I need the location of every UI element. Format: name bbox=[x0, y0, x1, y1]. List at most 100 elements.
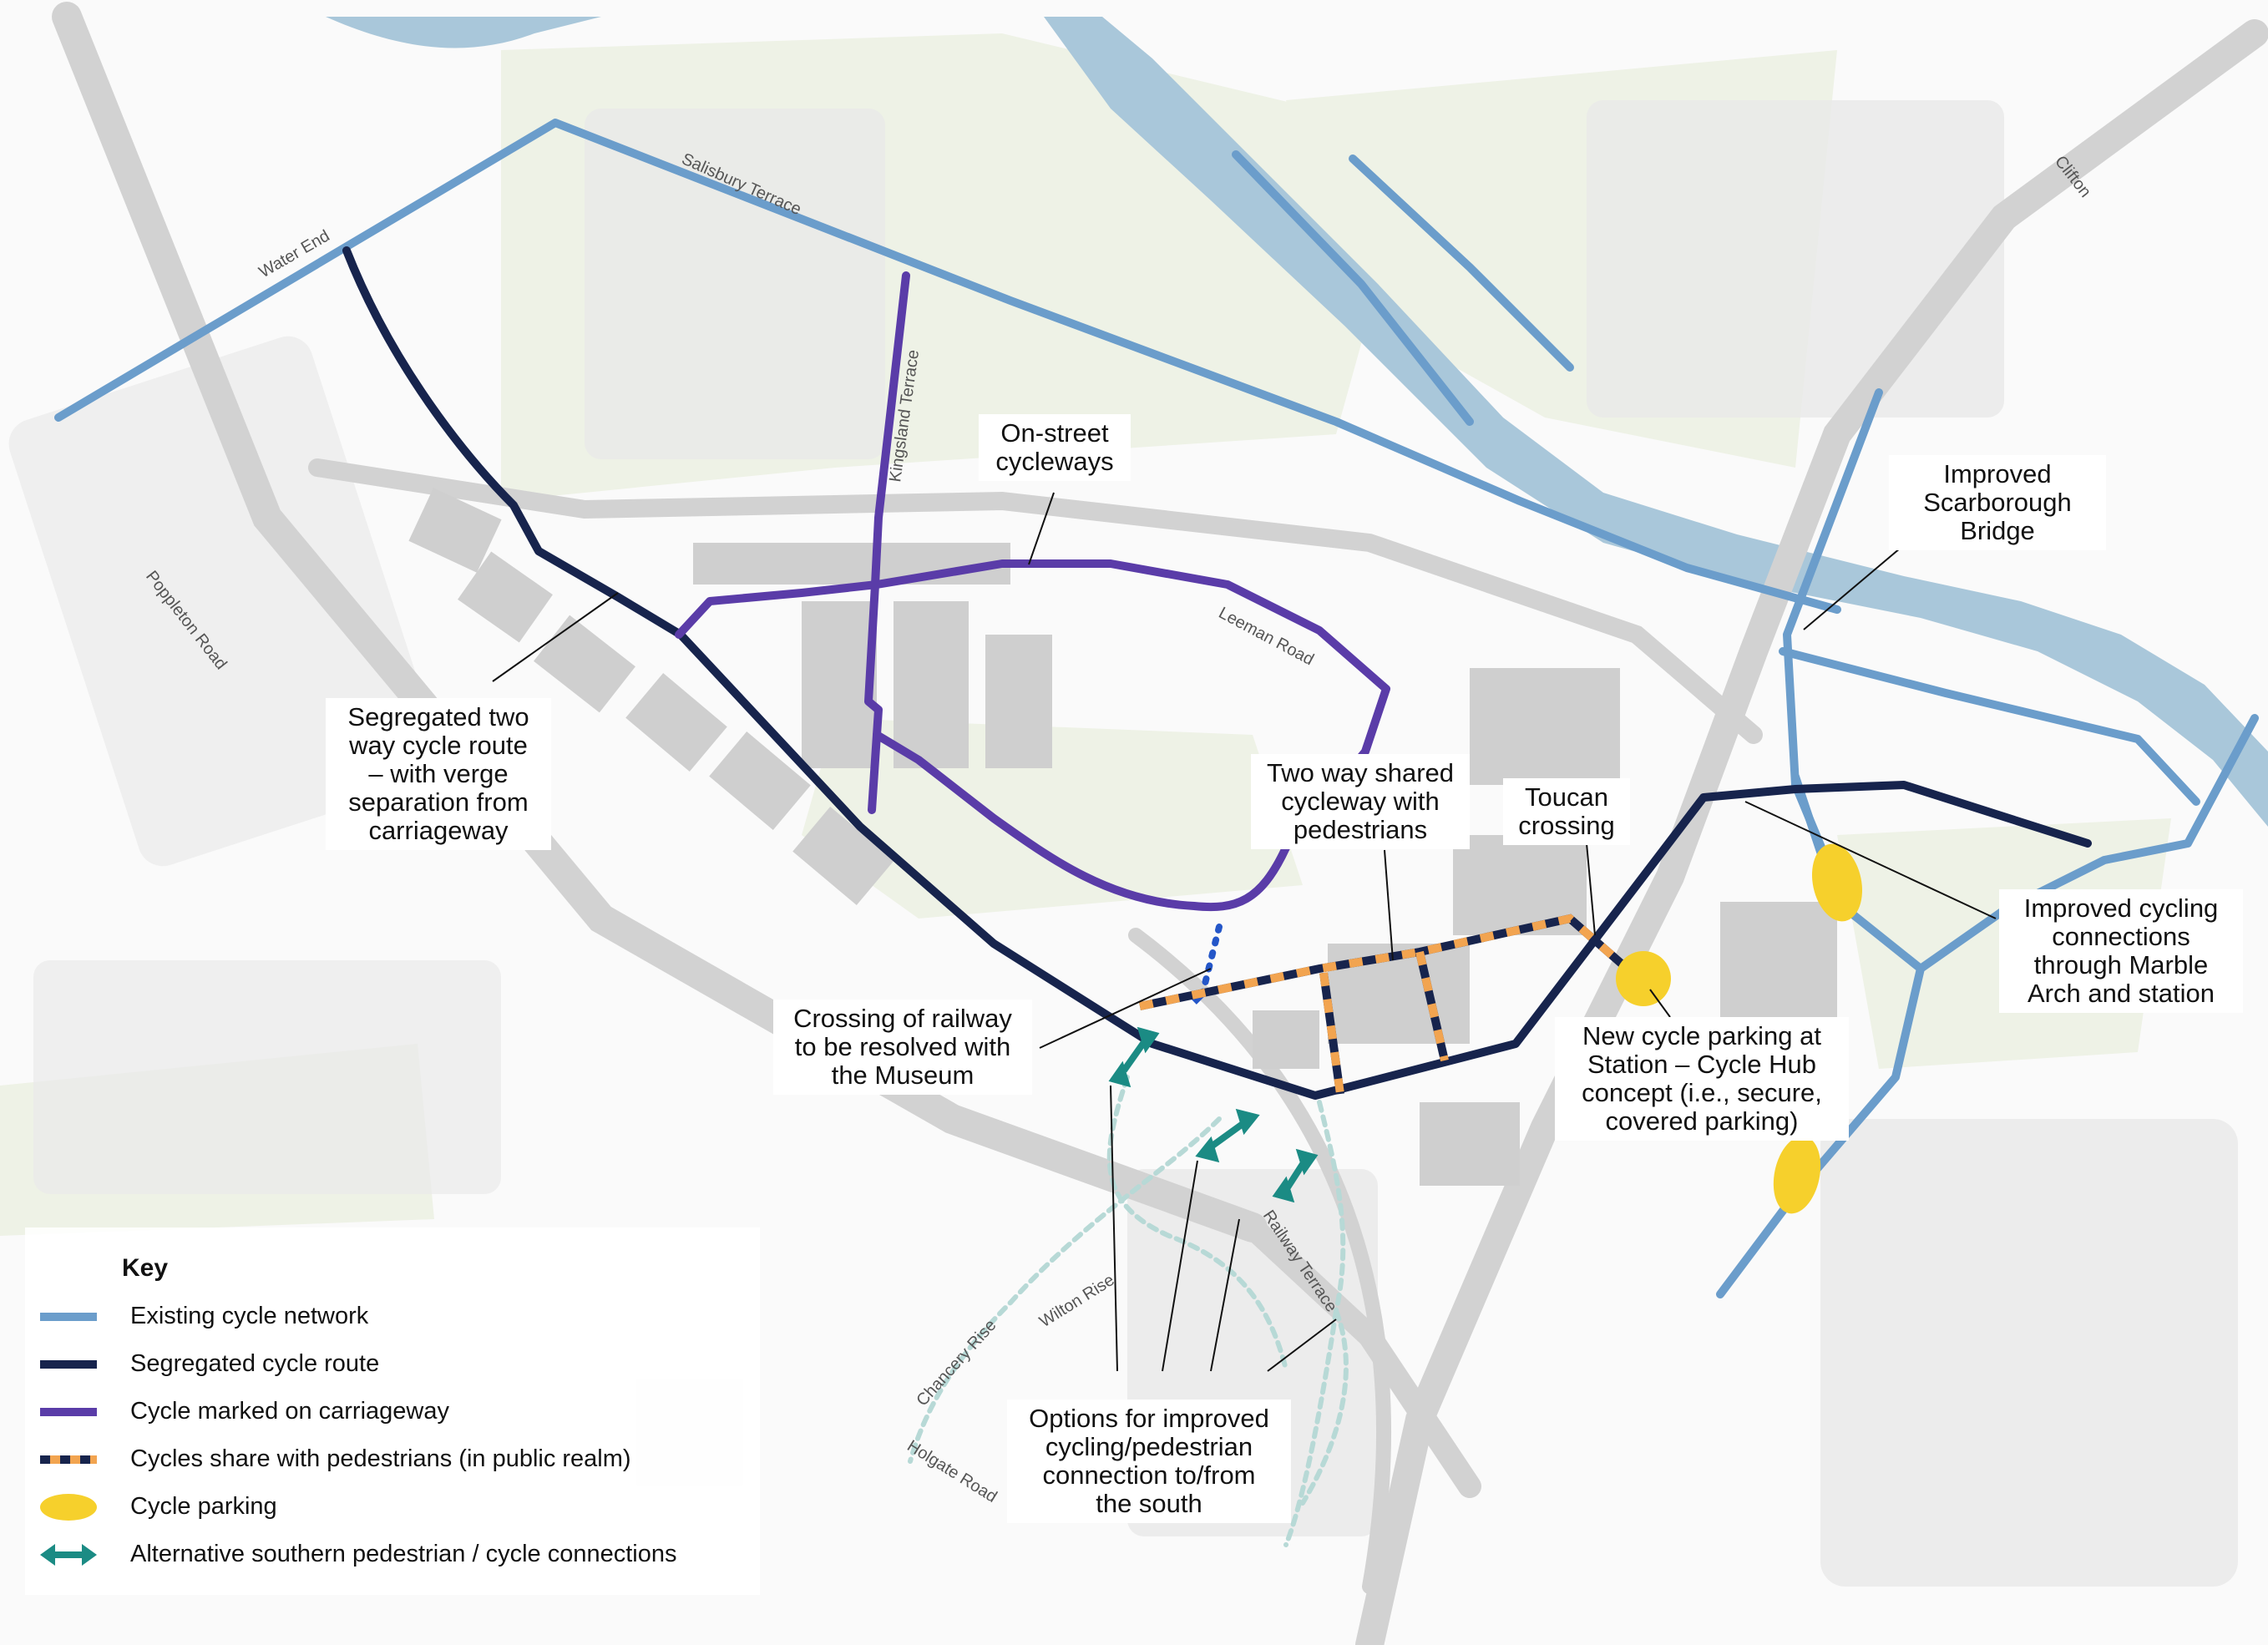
shared-route-swatch-icon bbox=[40, 1455, 97, 1464]
alternative-connection-arrows bbox=[1108, 1026, 1319, 1203]
cycle-parking-marble-arch bbox=[1811, 843, 1863, 922]
housing-southeast bbox=[1820, 1119, 2238, 1587]
callout-line: crossing bbox=[1518, 811, 1615, 841]
river-ouse-north bbox=[326, 17, 601, 48]
callout-line: through Marble bbox=[2033, 950, 2209, 980]
building-plaza-2 bbox=[1253, 1010, 1319, 1069]
alt-arrow-2 bbox=[1195, 1108, 1260, 1163]
callout-line: Station – Cycle Hub bbox=[1587, 1050, 1816, 1080]
key-label: Alternative southern pedestrian / cycle … bbox=[130, 1541, 677, 1567]
leader-on-street bbox=[1028, 492, 1055, 565]
leader-options-4 bbox=[1267, 1319, 1337, 1372]
housing-clifton bbox=[1587, 100, 2004, 418]
callout-improved-scarborough-bridge: Improved Scarborough Bridge bbox=[1889, 455, 2106, 551]
existing-route-east-link bbox=[1916, 714, 2259, 973]
shared-cycle-pedestrian-routes bbox=[1138, 914, 1640, 1095]
shared-route-cross-2-orange bbox=[1415, 950, 1449, 1062]
callout-line: Options for improved bbox=[1029, 1404, 1269, 1433]
callout-two-way-shared-cycleway: Two way shared cycleway with pedestrians bbox=[1251, 754, 1470, 850]
existing-route-riverbank bbox=[1232, 150, 1474, 426]
key-item-parking: Cycle parking bbox=[33, 1488, 752, 1526]
callout-line: Arch and station bbox=[2027, 979, 2215, 1009]
existing-route-river-east bbox=[1779, 647, 2200, 806]
building-west-6 bbox=[792, 807, 894, 905]
alt-route-chancery-rise bbox=[908, 1116, 1222, 1464]
callout-line: Scarborough bbox=[1923, 488, 2072, 518]
callout-line: Crossing of railway bbox=[793, 1004, 1012, 1033]
housing-north bbox=[585, 109, 885, 459]
callout-line: On-street bbox=[1000, 418, 1109, 448]
key-item-marked: Cycle marked on carriageway bbox=[33, 1393, 752, 1431]
key-label: Cycle marked on carriageway bbox=[130, 1398, 449, 1425]
railway-south-branch bbox=[1128, 928, 1392, 1594]
key-label: Segregated cycle route bbox=[130, 1350, 380, 1377]
alt-route-holgate bbox=[1300, 1308, 1349, 1506]
railway-south-curve bbox=[1241, 1216, 1481, 1498]
marked-route-leeman-road-loop bbox=[675, 559, 1390, 912]
shared-route-cross-1-orange bbox=[1319, 972, 1344, 1095]
callout-line: New cycle parking at bbox=[1582, 1021, 1821, 1050]
key-label: Cycles share with pedestrians (in public… bbox=[130, 1445, 631, 1472]
callout-toucan-crossing: Toucan crossing bbox=[1503, 778, 1630, 846]
callout-line: the Museum bbox=[831, 1060, 975, 1091]
callout-line: cycling/pedestrian bbox=[1045, 1432, 1253, 1462]
key-label: Cycle parking bbox=[130, 1493, 277, 1520]
leader-segregated bbox=[492, 592, 619, 682]
railway-corridors bbox=[52, 2, 2268, 1645]
key-title: Key bbox=[122, 1254, 169, 1282]
key-item-alternative: Alternative southern pedestrian / cycle … bbox=[33, 1536, 752, 1574]
building-museum-1 bbox=[802, 601, 877, 768]
railway-crossing-dotted bbox=[1199, 924, 1223, 997]
callout-line: to be resolved with bbox=[794, 1032, 1011, 1062]
double-arrow-swatch-icon bbox=[40, 1544, 97, 1566]
housing-southwest bbox=[33, 960, 501, 1194]
alternative-southern-connections bbox=[908, 1075, 1349, 1547]
callout-line: covered parking) bbox=[1605, 1106, 1799, 1136]
map-key: Key Existing cycle network Segregated cy… bbox=[25, 1227, 760, 1595]
callout-line: concept (i.e., secure, bbox=[1582, 1078, 1822, 1108]
callout-options-south-connection: Options for improved cycling/pedestrian … bbox=[1007, 1400, 1291, 1524]
callout-line: Improved bbox=[1943, 459, 2052, 488]
leader-options-1 bbox=[1110, 1085, 1118, 1372]
alt-arrow-1 bbox=[1108, 1026, 1160, 1088]
building-north-row bbox=[693, 543, 1010, 585]
callout-crossing-of-railway: Crossing of railway to be resolved with … bbox=[773, 1000, 1032, 1096]
callout-line: separation from bbox=[348, 787, 529, 817]
callout-new-cycle-parking-hub: New cycle parking at Station – Cycle Hub… bbox=[1555, 1017, 1849, 1141]
callout-on-street-cycleways: On-street cycleways bbox=[979, 414, 1131, 482]
callout-leader-lines bbox=[492, 492, 1997, 1372]
key-item-shared: Cycles share with pedestrians (in public… bbox=[33, 1440, 752, 1479]
railway-east-main bbox=[1355, 19, 2268, 1645]
callout-segregated-two-way-route: Segregated two way cycle route – with ve… bbox=[326, 698, 551, 851]
building-west-1 bbox=[408, 488, 502, 573]
building-station-north bbox=[1470, 668, 1620, 785]
leader-two-way-shared bbox=[1384, 849, 1394, 961]
alt-arrow-3 bbox=[1272, 1148, 1319, 1203]
leader-crossing-railway bbox=[1039, 968, 1212, 1049]
leader-toucan bbox=[1586, 843, 1596, 936]
callout-line: cycleways bbox=[995, 447, 1114, 477]
segregated-route-swatch-icon bbox=[40, 1360, 97, 1369]
building-west-4 bbox=[625, 673, 727, 772]
key-item-segregated: Segregated cycle route bbox=[33, 1345, 752, 1384]
callout-line: Segregated two bbox=[347, 702, 529, 731]
cycle-parking-swatch-icon bbox=[40, 1494, 97, 1521]
cycle-marked-on-carriageway bbox=[675, 271, 1390, 912]
building-museum-2 bbox=[894, 601, 969, 768]
callout-line: connection to/from bbox=[1042, 1460, 1256, 1491]
cycle-parking-south bbox=[1773, 1136, 1821, 1214]
callout-line: the south bbox=[1096, 1489, 1202, 1519]
cycle-parking bbox=[1616, 843, 1863, 1214]
marked-carriageway-swatch-icon bbox=[40, 1408, 97, 1416]
river-ouse bbox=[1044, 17, 2268, 827]
callout-line: Toucan bbox=[1525, 782, 1608, 812]
callout-improved-cycling-connections: Improved cycling connections through Mar… bbox=[1999, 889, 2243, 1014]
cycle-parking-station-hub bbox=[1616, 951, 1671, 1006]
railway-west-main bbox=[52, 2, 1268, 1243]
callout-line: connections bbox=[2052, 922, 2190, 952]
key-label: Existing cycle network bbox=[130, 1303, 369, 1329]
existing-network-swatch-icon bbox=[40, 1313, 97, 1321]
key-item-existing: Existing cycle network bbox=[33, 1298, 752, 1336]
callout-line: Bridge bbox=[1960, 516, 2035, 546]
callout-line: cycleway with bbox=[1281, 787, 1440, 817]
